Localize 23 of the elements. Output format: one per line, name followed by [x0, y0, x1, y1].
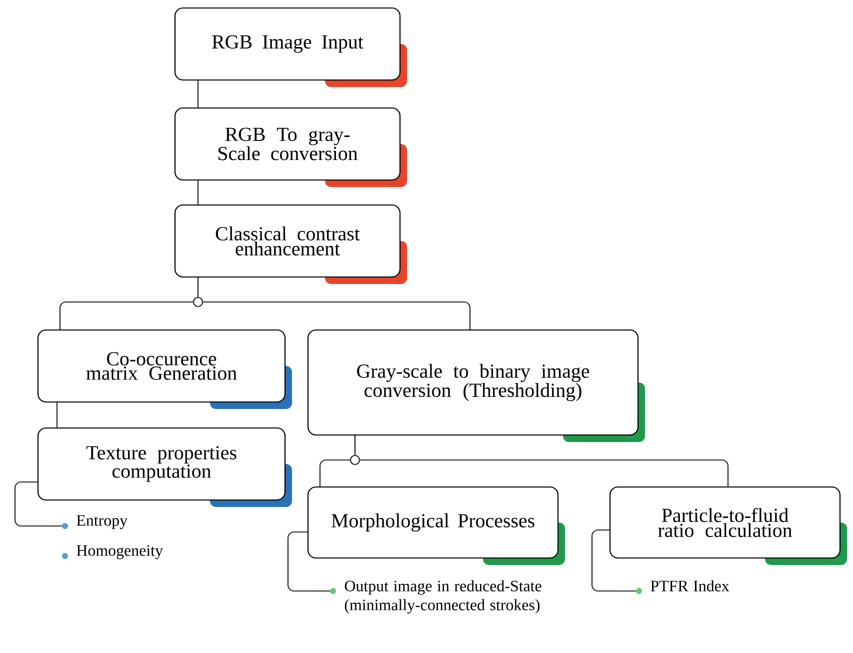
connector-line [591, 529, 636, 592]
bullet-item: Entropy [62, 515, 128, 530]
node-label: PTFR Index [650, 580, 730, 592]
process-box: Co-occurence matrix Generation [37, 329, 292, 409]
process-box: Gray-scale to binary image conversion (Thresholding) [307, 329, 645, 442]
process-box: RGB Image Input [174, 7, 407, 87]
connector-line [197, 180, 199, 204]
connector-line [287, 531, 330, 592]
node-label: Entropy [76, 515, 128, 530]
connector-line [56, 402, 58, 428]
process-box: Texture properties computation [37, 427, 292, 507]
connector-line [14, 481, 62, 527]
process-box: Particle-to-fluid ratio calculation [609, 486, 847, 565]
process-box: RGB To gray-Scale conversion [174, 107, 407, 187]
bullet-item: PTFR Index [636, 580, 730, 594]
bullet-item: Homogeneity [62, 545, 163, 560]
process-box: Morphological Processes [307, 486, 565, 565]
connector-line [197, 278, 471, 330]
process-box: Classical contrast enhancement [174, 204, 407, 284]
connector-line [354, 436, 729, 486]
node-label: Particle-to-fluid ratio calculation [658, 508, 792, 538]
connector-line [197, 80, 199, 108]
bullet-item: Output image in reduced-State (minimally-connected strokes) [330, 580, 542, 614]
